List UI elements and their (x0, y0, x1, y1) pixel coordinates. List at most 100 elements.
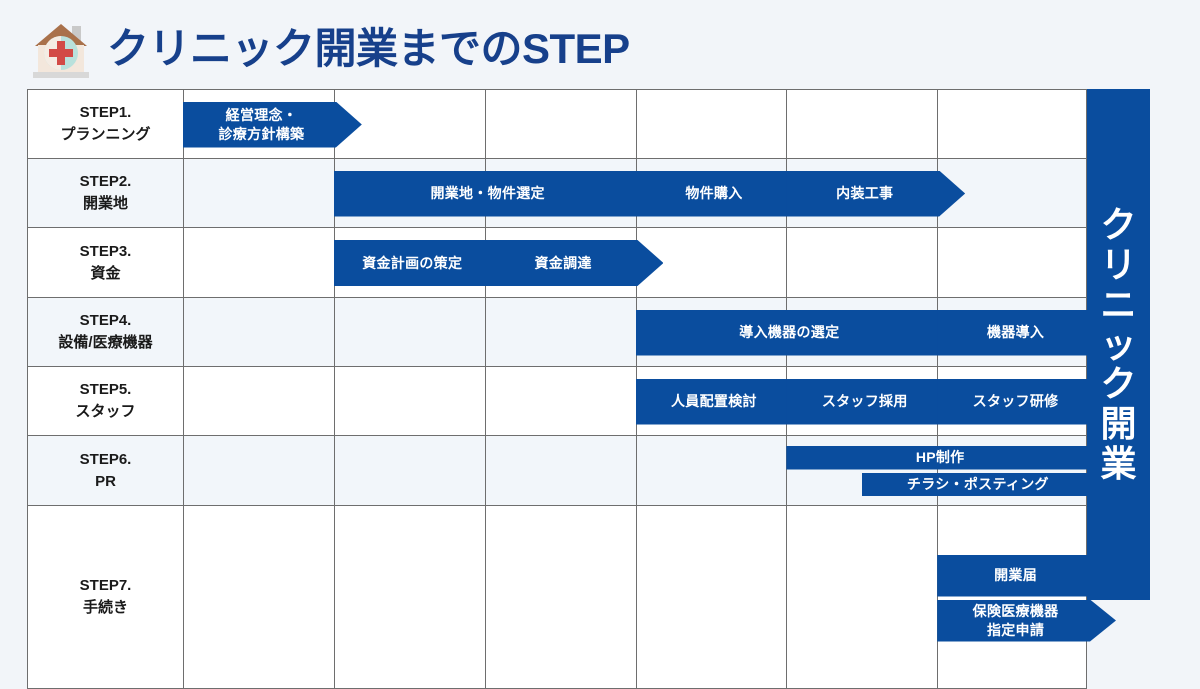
table-row: STEP5. スタッフ 人員配置検討 スタッフ採用 スタッフ研修 (27, 366, 1087, 435)
medical-cross-icon (49, 49, 73, 57)
grid-column-divider (183, 298, 184, 366)
task-arrow-label: 資金計画の策定 (362, 254, 462, 273)
banner-char: 業 (1100, 442, 1137, 484)
task-arrow-label-line: 機器導入 (986, 324, 1045, 341)
task-arrow-bar[interactable]: 機器導入 (937, 310, 1116, 356)
task-arrow-bar[interactable]: 開業地・物件選定 (334, 171, 664, 217)
task-arrow-label: 開業届 (994, 566, 1037, 585)
banner-char: リ (1100, 244, 1137, 285)
grid-column-divider (333, 367, 335, 435)
step-number: STEP3. (79, 242, 132, 260)
task-arrow-bar[interactable]: チラシ・ポスティング (862, 473, 1116, 497)
task-arrow-label-line: HP制作 (915, 449, 965, 466)
table-row: STEP6.PR HP制作チラシ・ポスティング (27, 435, 1087, 505)
task-arrow-label: 物件購入 (685, 184, 742, 203)
task-arrow-bar[interactable]: 経営理念・診療方針構築 (183, 102, 362, 148)
ground-shape (33, 72, 89, 78)
task-arrow-label-line: 開業地・物件選定 (430, 185, 545, 202)
task-arrow-label-line: 内装工事 (836, 185, 894, 202)
task-arrow-bar[interactable]: HP制作 (786, 446, 1116, 470)
step-label-cell: STEP5. スタッフ (28, 367, 183, 435)
task-arrow-bar[interactable]: 保険医療機器指定申請 (937, 600, 1116, 642)
step-label-cell: STEP2. 開業地 (28, 159, 183, 227)
step-number: STEP7. (79, 577, 132, 595)
step-category: 資金 (90, 264, 121, 282)
grid-column-divider (183, 367, 184, 435)
task-arrow-label: 機器導入 (987, 323, 1044, 342)
task-arrow-bar[interactable]: 資金調達 (485, 240, 664, 286)
step-label-cell: STEP1. プランニング (28, 90, 183, 158)
task-arrow-bar[interactable]: 内装工事 (786, 171, 965, 217)
task-arrow-bar[interactable]: 物件購入 (636, 171, 815, 217)
task-arrow-label-line: 物件購入 (685, 185, 743, 202)
task-arrow-label: チラシ・ポスティング (907, 475, 1049, 494)
banner-char: ク (1100, 204, 1137, 246)
task-arrow-bar[interactable]: 導入機器の選定 (636, 310, 966, 356)
step-number: STEP2. (79, 173, 132, 191)
steps-timeline-grid: STEP1. プランニング 経営理念・診療方針構築 STEP2. 開業地 開業地・物件選定… (27, 89, 1087, 689)
step-number: STEP1. (79, 104, 132, 122)
table-row: STEP1. プランニング 経営理念・診療方針構築 (27, 89, 1087, 158)
page-header: クリニック開業までのSTEP (27, 14, 630, 84)
task-arrow-bar[interactable]: スタッフ研修 (937, 379, 1116, 425)
step-label-cell: STEP7. 手続き (28, 506, 183, 688)
grid-column-divider (786, 90, 788, 158)
grid-column-divider (183, 506, 184, 688)
task-arrow-label: 導入機器の選定 (739, 323, 839, 342)
step-number: STEP5. (79, 381, 132, 399)
grid-column-divider (484, 298, 486, 366)
task-arrow-label: スタッフ採用 (822, 392, 908, 411)
grid-column-divider (183, 228, 184, 297)
page-title: クリニック開業までのSTEP (107, 25, 630, 72)
banner-char: ッ (1100, 323, 1137, 365)
task-arrow-label: 人員配置検討 (671, 392, 757, 411)
task-arrow-bar[interactable]: スタッフ採用 (786, 379, 965, 425)
task-arrow-label-line: 導入機器の選定 (739, 324, 840, 341)
grid-column-divider (937, 228, 939, 297)
task-arrow-bar[interactable]: 資金計画の策定 (334, 240, 513, 286)
task-arrow-bar[interactable]: 開業届 (937, 555, 1116, 597)
task-arrow-label: 保険医療機器指定申請 (973, 602, 1059, 640)
task-arrow-label-line: 資金調達 (534, 254, 592, 271)
table-row: STEP3. 資金 資金計画の策定 資金調達 (27, 227, 1087, 297)
step-number: STEP4. (79, 312, 132, 330)
step-label-cell: STEP6.PR (28, 436, 183, 505)
table-row: STEP7. 手続き 開業届保険医療機器指定申請 (27, 505, 1087, 689)
grid-column-divider (786, 436, 788, 505)
step-category: プランニング (60, 126, 151, 143)
task-arrow-bar[interactable]: 人員配置検討 (636, 379, 815, 425)
grid-column-divider (635, 506, 637, 688)
table-row: STEP2. 開業地 開業地・物件選定 物件購入 内装工事 (27, 158, 1087, 227)
grid-column-divider (937, 90, 939, 158)
grid-column-divider (937, 506, 939, 688)
step-category: 開業地 (82, 195, 128, 212)
grid-column-divider (786, 228, 788, 297)
task-arrow-label: 資金調達 (534, 254, 591, 273)
task-arrow-label-line: 保険医療機器 (972, 602, 1059, 619)
task-arrow-label-line: スタッフ研修 (972, 393, 1059, 410)
banner-char: 開 (1100, 403, 1137, 445)
step-label-cell: STEP3. 資金 (28, 228, 183, 297)
grid-column-divider (333, 506, 335, 688)
grid-column-divider (183, 436, 184, 505)
step-category: 設備/医療機器 (58, 334, 153, 351)
task-arrow-label-line: 人員配置検討 (671, 393, 757, 410)
banner-char: ク (1100, 363, 1137, 405)
grid-column-divider (484, 90, 486, 158)
step-category: 手続き (82, 599, 128, 616)
grid-column-divider (937, 436, 939, 505)
grid-column-divider (183, 159, 184, 227)
table-row: STEP4. 設備/医療機器 導入機器の選定 機器導入 (27, 297, 1087, 366)
task-arrow-label-line: 診療方針構築 (218, 125, 305, 142)
task-arrow-label: スタッフ研修 (973, 392, 1059, 411)
task-arrow-label: HP制作 (916, 448, 965, 467)
banner-char: ニ (1100, 283, 1137, 325)
grid-column-divider (484, 436, 486, 505)
step-category: スタッフ (75, 403, 136, 420)
task-arrow-label-line: チラシ・ポスティング (906, 475, 1049, 492)
task-arrow-label-line: 開業届 (994, 567, 1038, 584)
clinic-house-icon (27, 18, 95, 80)
task-arrow-label-line: 資金計画の策定 (362, 254, 463, 271)
grid-column-divider (484, 506, 486, 688)
grid-column-divider (786, 506, 788, 688)
